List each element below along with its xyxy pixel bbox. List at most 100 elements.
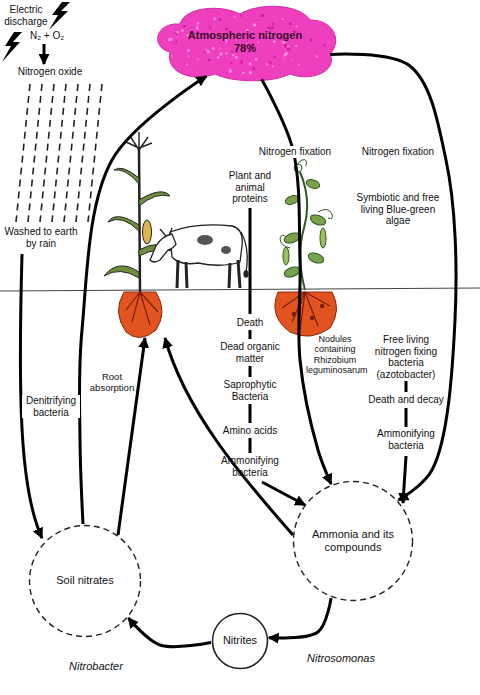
cloud-speck xyxy=(242,72,244,74)
pool-circle: Soil nitrates xyxy=(28,524,142,638)
cloud-speck xyxy=(231,62,233,64)
flow-arrow xyxy=(165,338,293,535)
cloud-speck xyxy=(219,52,222,55)
cycle-label: Root absorption xyxy=(86,372,138,394)
pea-leaf xyxy=(309,213,327,227)
flow-arrow xyxy=(43,44,46,64)
cow-tail-tuft xyxy=(244,271,248,277)
cloud-speck xyxy=(252,67,255,70)
cloud-speck xyxy=(310,39,313,42)
maize-leaf xyxy=(139,192,170,206)
cloud-speck xyxy=(240,61,243,64)
root-nodule xyxy=(310,316,314,320)
cloud-speck xyxy=(234,16,236,18)
rain-lines xyxy=(16,84,102,222)
cloud-speck xyxy=(314,54,315,55)
cloud-speck xyxy=(197,25,198,26)
cycle-label: Symbiotic and free living Blue-green alg… xyxy=(356,192,440,227)
cycle-connector xyxy=(262,79,332,484)
pea-plant xyxy=(280,160,333,290)
cow-spot xyxy=(221,246,231,254)
cloud-speck xyxy=(279,64,280,65)
cloud-speck xyxy=(266,64,268,66)
cloud-speck xyxy=(176,31,179,34)
cloud-speck xyxy=(197,22,199,24)
pool-circle: Ammonia and its compounds xyxy=(292,480,414,602)
pool-circle: Nitrites xyxy=(211,612,269,670)
cloud-speck xyxy=(316,55,318,57)
root-lines xyxy=(126,292,158,325)
cycle-label: N₂ + O₂ xyxy=(22,30,72,42)
edge-label: Nitrosomonas xyxy=(296,652,386,665)
cloud-speck xyxy=(225,52,227,54)
cloud-speck xyxy=(205,49,207,51)
root-lines xyxy=(282,292,330,330)
rain-line xyxy=(76,84,90,222)
cow-tail xyxy=(241,232,247,272)
circle-outline xyxy=(30,526,141,637)
pea-leaf xyxy=(283,265,301,279)
cloud-speck xyxy=(171,55,173,57)
rain-line xyxy=(16,84,30,222)
cloud-speck xyxy=(219,18,222,21)
cloud-speck xyxy=(268,61,269,62)
cloud-speck xyxy=(235,56,238,59)
cloud-speck xyxy=(282,41,285,44)
cow-head xyxy=(150,234,176,262)
cloud-speck xyxy=(253,23,256,26)
edge-label: Nitrogen fixation xyxy=(252,146,338,158)
cycle-label: Ammonifying bacteria xyxy=(371,428,441,451)
flow-arrow xyxy=(118,338,145,535)
cloud-speck xyxy=(219,48,220,49)
cloud-speck xyxy=(315,52,316,53)
pea-roots xyxy=(275,292,337,336)
edge-label: Nitrobacter xyxy=(58,660,134,673)
cycle-label: Plant and animal proteins xyxy=(218,170,282,205)
cloud-speck xyxy=(296,25,298,27)
cycle-label: Washed to earth by rain xyxy=(4,226,78,249)
cloud-speck xyxy=(186,64,188,66)
cow-body xyxy=(170,225,242,265)
maize-roots xyxy=(118,292,162,338)
cloud-speck xyxy=(269,62,271,64)
cycle-label: Nitrogen oxide xyxy=(8,66,92,78)
cycle-label: Ammonifying bacteria xyxy=(220,455,280,478)
cloud-speck xyxy=(183,25,186,28)
rain-line xyxy=(40,84,54,222)
flow-line xyxy=(249,208,252,314)
cloud-speck xyxy=(225,41,227,43)
atmosphere-cloud: Atmospheric nitrogen 78% xyxy=(150,2,340,82)
cloud-speck xyxy=(255,58,258,61)
node-text: Soil nitrates xyxy=(56,574,113,587)
cloud-speck xyxy=(298,64,300,66)
cycle-label: Death xyxy=(225,317,275,329)
rain-line xyxy=(88,84,102,222)
cycle-label: Electric discharge xyxy=(0,4,52,27)
root-nodule xyxy=(292,312,296,316)
pea-leaves xyxy=(283,178,327,279)
rain-line xyxy=(52,84,66,222)
edge-label: Nitrogen fixation xyxy=(356,146,440,158)
cloud-speck xyxy=(257,42,259,44)
cycle-connector xyxy=(128,618,211,647)
root-nodule xyxy=(320,304,324,308)
pea-leaf xyxy=(305,178,321,190)
node-text: Atmospheric nitrogen 78% xyxy=(180,29,310,55)
cloud-speck xyxy=(282,18,284,20)
cycle-label: Saprophytic Bacteria xyxy=(215,379,285,402)
cloud-speck xyxy=(323,44,325,46)
maize-stem xyxy=(139,148,140,292)
lightning-bolt xyxy=(49,2,70,30)
cycle-connector xyxy=(330,54,456,500)
cloud-speck xyxy=(197,58,199,60)
cloud-speck xyxy=(274,56,276,58)
cloud-speck xyxy=(181,29,184,32)
lightning-bolt xyxy=(2,32,22,62)
circle-outline xyxy=(213,614,268,669)
cycle-connector xyxy=(269,598,331,638)
cloud-speck xyxy=(231,51,233,53)
ground-line xyxy=(0,288,480,291)
pea-tendrils xyxy=(280,160,333,248)
connectors xyxy=(79,54,456,647)
cycle-connector xyxy=(79,76,206,524)
